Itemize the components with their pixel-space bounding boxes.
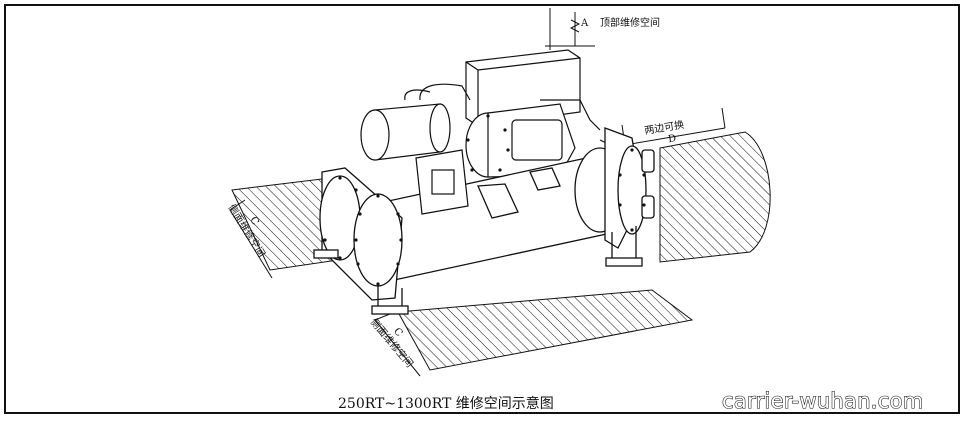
right-water-box <box>604 127 655 249</box>
right-label: 两边可换 <box>643 118 685 137</box>
top-letter: A <box>580 18 589 29</box>
top-label: 顶部维修空间 <box>600 16 660 29</box>
top-dimension <box>545 8 595 50</box>
compressor <box>465 103 576 178</box>
right-letter: D <box>667 133 677 145</box>
support-legs <box>313 167 643 315</box>
watermark: carrier-wuhan.com <box>722 389 924 413</box>
upper-shell <box>360 103 451 161</box>
diagram-caption: 250RT~1300RT 维修空间示意图 <box>338 395 554 412</box>
left-end-plate <box>319 167 403 301</box>
left-dimension <box>229 199 273 279</box>
bottom-service-zone <box>397 289 694 371</box>
right-tube-pull-zone <box>659 131 771 263</box>
diagram-frame <box>4 4 960 414</box>
control-panel <box>415 149 469 215</box>
flange-bolts <box>323 114 646 286</box>
